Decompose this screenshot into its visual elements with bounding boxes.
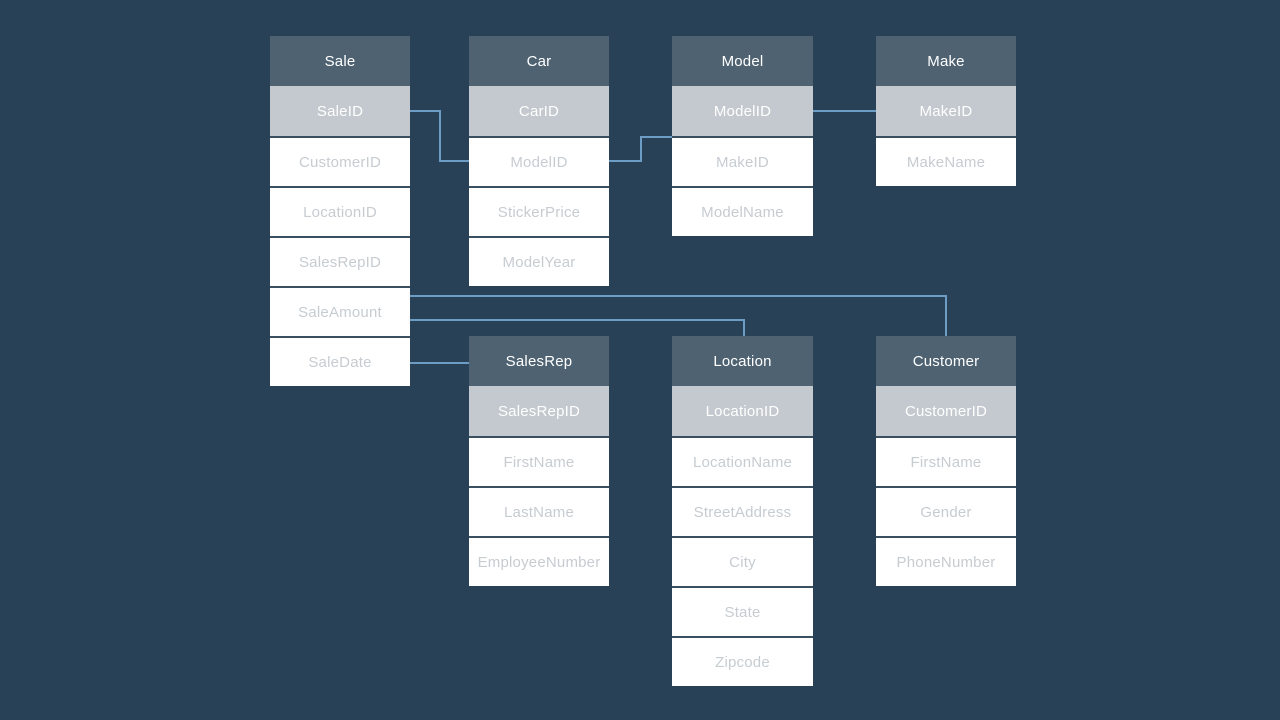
entity-title: Model	[672, 36, 813, 86]
field-row[interactable]: FirstName	[469, 436, 609, 486]
field-row[interactable]: LocationID	[270, 186, 410, 236]
field-row[interactable]: State	[672, 586, 813, 636]
primary-key-row[interactable]: LocationID	[672, 386, 813, 436]
field-row[interactable]: PhoneNumber	[876, 536, 1016, 586]
field-row[interactable]: Zipcode	[672, 636, 813, 686]
field-row[interactable]: MakeName	[876, 136, 1016, 186]
entity-title: Car	[469, 36, 609, 86]
field-row[interactable]: LocationName	[672, 436, 813, 486]
primary-key-row[interactable]: SalesRepID	[469, 386, 609, 436]
field-row[interactable]: LastName	[469, 486, 609, 536]
primary-key-row[interactable]: CustomerID	[876, 386, 1016, 436]
entity-title: SalesRep	[469, 336, 609, 386]
field-row[interactable]: FirstName	[876, 436, 1016, 486]
field-row[interactable]: SalesRepID	[270, 236, 410, 286]
field-row[interactable]: EmployeeNumber	[469, 536, 609, 586]
entity-title: Customer	[876, 336, 1016, 386]
entity-title: Make	[876, 36, 1016, 86]
entity-title: Sale	[270, 36, 410, 86]
field-row[interactable]: ModelName	[672, 186, 813, 236]
field-row[interactable]: SaleDate	[270, 336, 410, 386]
primary-key-row[interactable]: MakeID	[876, 86, 1016, 136]
primary-key-row[interactable]: CarID	[469, 86, 609, 136]
field-row[interactable]: StickerPrice	[469, 186, 609, 236]
connector-car-to-model	[609, 136, 672, 162]
entity-title: Location	[672, 336, 813, 386]
field-row[interactable]: Gender	[876, 486, 1016, 536]
field-row[interactable]: City	[672, 536, 813, 586]
field-row[interactable]: StreetAddress	[672, 486, 813, 536]
connector-sale-to-customer	[410, 295, 947, 336]
connector-sale-to-location	[410, 319, 745, 336]
primary-key-row[interactable]: ModelID	[672, 86, 813, 136]
field-row[interactable]: MakeID	[672, 136, 813, 186]
field-row[interactable]: SaleAmount	[270, 286, 410, 336]
field-row[interactable]: ModelID	[469, 136, 609, 186]
connector-sale-to-car	[410, 110, 469, 162]
primary-key-row[interactable]: SaleID	[270, 86, 410, 136]
field-row[interactable]: ModelYear	[469, 236, 609, 286]
field-row[interactable]: CustomerID	[270, 136, 410, 186]
